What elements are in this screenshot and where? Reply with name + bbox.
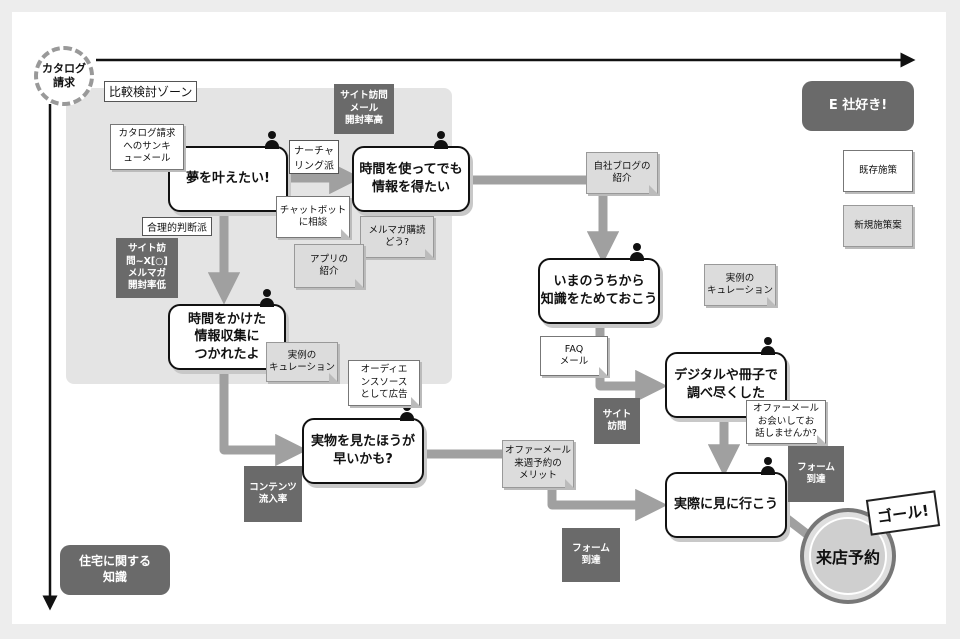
note-site-visit-low: サイト訪 問~X[○] メルマガ 開封率低 [116, 238, 178, 298]
note-site-visit-high: サイト訪問 メール 開封率高 [334, 84, 394, 134]
note-form-right: フォーム 到達 [788, 446, 844, 502]
note-faq-mail: FAQ メール [540, 336, 608, 376]
zone-label: 比較検討ゾーン [104, 81, 198, 102]
person-icon [400, 403, 414, 421]
e-company-fan-label: E 社好き! [802, 81, 914, 131]
arrow-n2-n5 [468, 175, 620, 264]
person-icon [761, 337, 775, 355]
note-form-bottom: フォーム 到達 [562, 528, 620, 582]
tag-rational: 合理的判断派 [142, 217, 212, 236]
note-contents-inflow: コンテンツ 流入率 [244, 466, 302, 522]
note-curation-right: 実例の キュレーション [704, 264, 776, 306]
housing-knowledge-label: 住宅に関する 知識 [60, 545, 170, 595]
legend-new: 新規施策案 [843, 205, 913, 247]
person-icon [761, 457, 775, 475]
note-catalog-thanks-mail: カタログ請求 へのサンキ ューメール [110, 124, 184, 170]
note-offer-next-week: オファーメール 来週予約の メリット [502, 440, 574, 488]
note-curation-left: 実例の キュレーション [266, 342, 338, 382]
node-go-visit: 実際に見に行こう [665, 472, 787, 538]
node-build-knowledge: いまのうちから 知識をためておこう [538, 258, 660, 324]
node-see-real-thing: 実物を見たほうが 早いかも? [302, 418, 424, 484]
person-icon [265, 131, 279, 149]
person-icon [434, 131, 448, 149]
tag-nurturing: ナーチャ リング派 [289, 140, 339, 174]
legend-existing: 既存施策 [843, 150, 913, 192]
note-blog-intro: 自社ブログの 紹介 [586, 152, 658, 194]
note-offer-meet: オファーメール お会いしてお 話しませんか? [746, 400, 826, 444]
note-audience-ad: オーディエ ンスソース として広告 [348, 360, 420, 406]
note-chatbot: チャットボット に相談 [276, 196, 350, 238]
note-app-intro: アプリの 紹介 [294, 244, 364, 288]
note-site-visit-mid: サイト 訪問 [594, 398, 640, 444]
person-icon [630, 243, 644, 261]
arrow-n3-n4 [219, 372, 308, 467]
person-icon [260, 289, 274, 307]
node-spend-time: 時間を使ってでも 情報を得たい [352, 146, 470, 212]
note-mail-magazine: メルマガ購読 どう? [360, 216, 434, 258]
catalog-request-origin: カタログ 請求 [34, 46, 94, 106]
node-dream: 夢を叶えたい! [168, 146, 288, 212]
